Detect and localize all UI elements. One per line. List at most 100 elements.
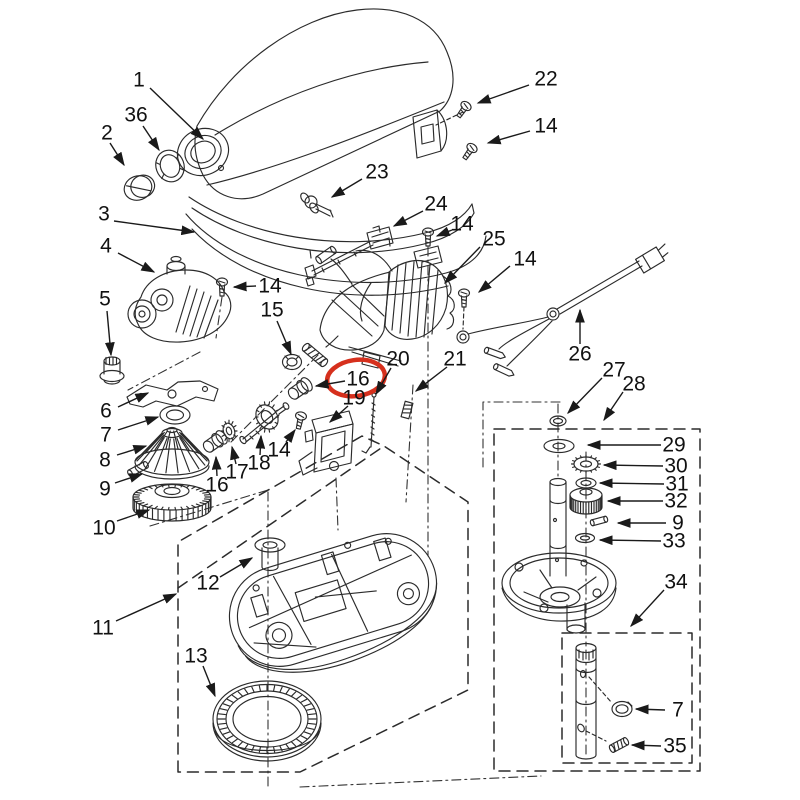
leader-30	[602, 460, 664, 471]
leader-23	[330, 178, 363, 198]
callout-4: 4	[100, 235, 112, 258]
leader-14c	[477, 265, 511, 293]
leader-36	[142, 125, 160, 152]
base-assembly-dashed-box	[177, 435, 469, 773]
leader-25	[444, 246, 481, 285]
callout-31: 31	[665, 473, 688, 496]
callout-7b: 7	[672, 699, 684, 722]
callout-33: 33	[662, 530, 685, 553]
leader-24	[392, 210, 424, 227]
callout-10: 10	[92, 517, 115, 540]
drive-shaft-kit	[501, 438, 617, 634]
retainer-ring-7	[611, 700, 633, 718]
gasket-plate	[126, 380, 219, 408]
callout-26: 26	[568, 343, 591, 366]
leader-1	[149, 87, 205, 140]
hub-cap	[123, 174, 156, 201]
leader-7a	[117, 416, 160, 431]
leader-33	[598, 535, 662, 546]
gear-30	[570, 454, 602, 474]
gearcase	[127, 255, 232, 343]
leader-9a	[114, 473, 144, 484]
leader-16b	[314, 379, 346, 389]
motor-worm	[301, 342, 329, 368]
callout-19: 19	[342, 387, 365, 410]
leader-16a	[211, 455, 222, 477]
callout-34: 34	[664, 571, 688, 594]
leader-6	[117, 392, 150, 408]
callout-22: 22	[534, 68, 557, 91]
leader-31	[598, 478, 665, 489]
leader-14b	[435, 226, 453, 237]
leader-3	[113, 220, 196, 236]
callout-5: 5	[99, 288, 111, 311]
callout-11: 11	[92, 617, 114, 640]
callout-layer: 1236322142324142514262728414155678910161…	[92, 68, 689, 758]
plug	[635, 243, 669, 274]
worm-follower-16-highlighted	[287, 377, 313, 400]
rear-bracket	[412, 109, 448, 159]
o-ring-27	[549, 415, 567, 427]
callout-1: 1	[133, 69, 145, 92]
callout-36: 36	[124, 104, 147, 127]
screw-14-board	[294, 411, 308, 430]
bushing-12	[254, 537, 286, 572]
callout-27: 27	[602, 359, 625, 382]
bevel-gear-8	[134, 426, 210, 480]
trim-band	[185, 196, 487, 296]
worm-follower-16-left	[202, 430, 228, 453]
callout-35: 35	[663, 735, 686, 758]
gear-washer-17	[220, 419, 238, 443]
screw-14-motor-top	[421, 227, 435, 247]
leader-35	[630, 740, 662, 751]
leader-18	[255, 434, 266, 456]
screw-14-motor-side	[457, 288, 471, 308]
leader-14a	[486, 130, 531, 145]
ring-gear-13	[212, 680, 322, 762]
screw-22	[456, 100, 472, 119]
callout-6: 6	[100, 400, 112, 423]
power-cord-26	[456, 243, 669, 377]
center-gear-10	[132, 483, 212, 522]
leader-17	[230, 445, 240, 465]
callout-9b: 9	[672, 512, 684, 535]
screw-14-upper	[462, 142, 478, 161]
callout-2: 2	[101, 122, 113, 145]
callout-14b: 14	[450, 213, 474, 236]
callout-14c: 14	[513, 248, 537, 271]
leader-13	[202, 665, 216, 698]
leader-14d	[232, 281, 257, 292]
callout-9a: 9	[99, 478, 111, 501]
agitator-shaft-dashed-box	[561, 632, 693, 764]
callout-14a: 14	[534, 115, 558, 138]
leader-21	[414, 366, 448, 392]
base-pan	[228, 533, 438, 673]
callout-16b: 16	[346, 368, 369, 391]
drive-kit-dashed-box	[493, 428, 701, 772]
pin-9-right	[589, 515, 609, 527]
leader-15	[276, 320, 292, 356]
callout-32: 32	[664, 490, 687, 513]
leader-11	[115, 593, 178, 622]
callout-3: 3	[98, 203, 110, 226]
callout-12: 12	[196, 572, 219, 595]
callout-13: 13	[184, 645, 207, 668]
bearing-15	[281, 353, 303, 371]
worm-shaft-18	[239, 401, 290, 445]
leader-2	[109, 142, 125, 167]
callout-28: 28	[622, 373, 645, 396]
leader-4	[117, 252, 156, 273]
control-linkage-24	[304, 225, 394, 287]
callout-14d: 14	[258, 275, 282, 298]
washer-7	[159, 405, 191, 425]
callout-29: 29	[662, 434, 685, 457]
washer-29	[543, 438, 575, 454]
plug-5	[99, 356, 125, 385]
washer-33	[574, 532, 596, 544]
callout-16a: 16	[205, 474, 228, 497]
leader-7b	[634, 704, 666, 715]
head-cover	[176, 8, 454, 200]
callout-30: 30	[664, 455, 687, 478]
